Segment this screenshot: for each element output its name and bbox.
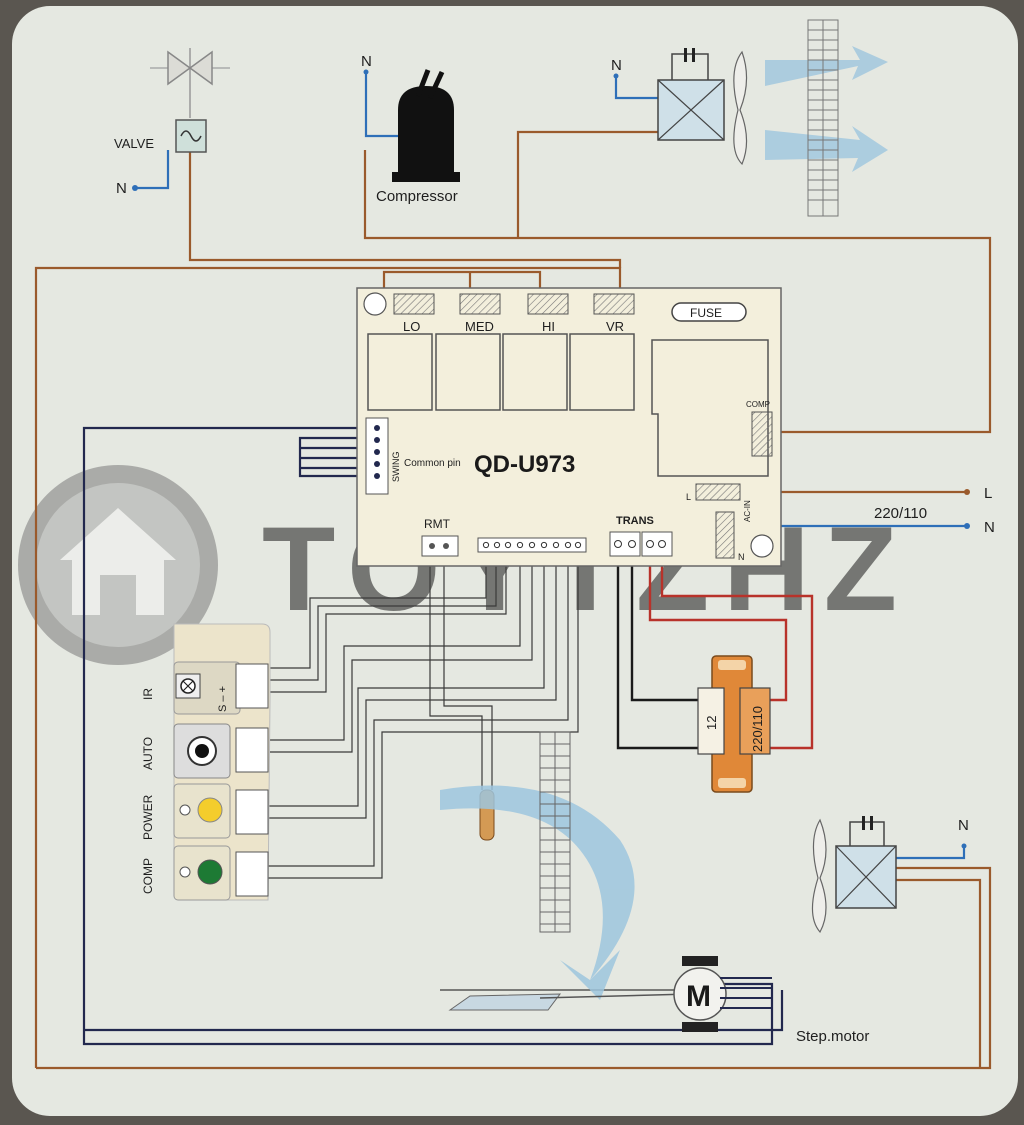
indicator-comp-label: COMP	[141, 858, 155, 894]
rmt-label: RMT	[424, 517, 451, 531]
board-model-label: QD-U973	[474, 451, 575, 478]
transformer-icon	[697, 655, 771, 793]
relay-label-hi: HI	[542, 319, 555, 334]
valve-neutral-label: N	[116, 180, 127, 197]
transformer-secondary-label: 12	[704, 716, 719, 730]
comp-terminal-label: COMP	[746, 400, 770, 409]
valve-label: VALVE	[114, 136, 154, 151]
fuse-label: FUSE	[690, 306, 722, 320]
indicator-ir-label: IR	[141, 688, 155, 700]
relay-label-vr: VR	[606, 319, 624, 334]
mains-neutral-label: N	[984, 519, 995, 536]
acin-l-label: L	[686, 492, 691, 502]
acin-label: AC-IN	[743, 500, 752, 522]
trans-label: TRANS	[616, 515, 654, 527]
acin-n-label: N	[738, 552, 745, 562]
step-motor-label: Step.motor	[796, 1028, 869, 1045]
common-pin-label: Common pin	[404, 458, 461, 469]
condenser-coil	[539, 731, 571, 933]
ir-pin-label: S – +	[217, 686, 229, 712]
transformer-primary-label: 220/110	[750, 706, 765, 752]
bottom-fan-neutral-label: N	[958, 817, 969, 834]
signal-wires	[268, 550, 690, 991]
indicator-auto-label: AUTO	[141, 737, 155, 770]
airflow-arrow-icon	[440, 785, 635, 1000]
valve-icon	[132, 48, 230, 191]
fan-motor-icon	[811, 816, 967, 934]
indicator-power-label: POWER	[141, 794, 155, 840]
navy-wires	[82, 426, 784, 1046]
mains-line-label: L	[984, 485, 992, 502]
swing-label: SWING	[391, 452, 401, 483]
relay-label-med: MED	[465, 319, 494, 334]
fan-motor-icon	[613, 48, 725, 141]
evaporator-coil	[807, 19, 839, 217]
relay-label-lo: LO	[403, 319, 420, 334]
control-board	[356, 287, 782, 567]
compressor-neutral-label: N	[361, 53, 372, 70]
transformer-wires	[616, 552, 814, 750]
fan-neutral-label: N	[611, 57, 622, 74]
fan-blade-icon	[733, 50, 748, 166]
brown-wires	[34, 130, 992, 1070]
airflow-arrow-icon	[765, 46, 888, 172]
compressor-label: Compressor	[376, 188, 458, 205]
compressor-icon	[363, 69, 460, 182]
motor-symbol: M	[686, 980, 711, 1013]
step-motor-icon	[448, 956, 772, 1032]
indicator-panel	[173, 623, 271, 901]
mains-voltage-label: 220/110	[874, 505, 927, 522]
